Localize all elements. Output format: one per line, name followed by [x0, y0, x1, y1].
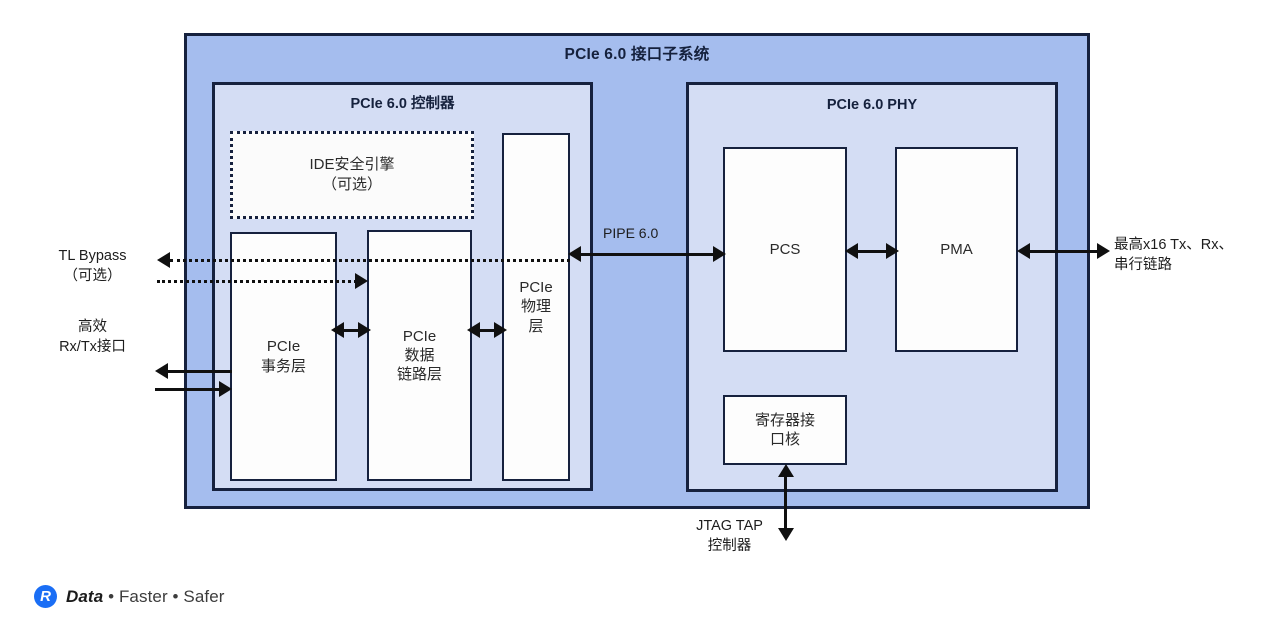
pcie-data-link-layer-block[interactable]: PCIe 数据 链路层 — [367, 230, 472, 481]
rx-interface-line — [168, 370, 232, 373]
dll-phylayer-left-arrowhead — [467, 322, 480, 338]
tl-bypass-in-line — [157, 280, 357, 283]
pipe-left-arrowhead — [568, 246, 581, 262]
tl-dll-right-arrowhead — [358, 322, 371, 338]
phy-title: PCIe 6.0 PHY — [826, 97, 918, 113]
serial-link-line — [1027, 250, 1099, 253]
serial-link-label: 最高x16 Tx、Rx、 串行链路 — [1114, 237, 1233, 273]
tx-interface-arrowhead — [219, 381, 232, 397]
tl-bypass-in-arrowhead — [355, 273, 368, 289]
rx-tx-interface-label: 高效 Rx/Tx接口 — [59, 319, 126, 355]
brand-tagline: Data • Faster • Safer — [66, 587, 225, 607]
tl-dll-left-arrowhead — [331, 322, 344, 338]
brand-name: Data — [66, 586, 104, 606]
pcs-pma-line — [855, 250, 888, 253]
footer-branding: R Data • Faster • Safer — [34, 585, 225, 608]
brand-logo-icon: R — [34, 585, 57, 608]
pcs-pma-left-arrowhead — [845, 243, 858, 259]
jtag-line — [784, 474, 787, 530]
serial-link-right-arrowhead — [1097, 243, 1110, 259]
pma-block[interactable]: PMA — [895, 147, 1018, 352]
brand-tagline-text: • Faster • Safer — [103, 586, 225, 606]
subsystem-title: PCIe 6.0 接口子系统 — [564, 46, 710, 63]
serial-link-left-arrowhead — [1017, 243, 1030, 259]
dll-phylayer-right-arrowhead — [494, 322, 507, 338]
pipe-label: PIPE 6.0 — [603, 225, 659, 241]
register-interface-core-block[interactable]: 寄存器接 口核 — [723, 395, 847, 465]
pipe-right-arrowhead — [713, 246, 726, 262]
tl-bypass-out-line — [170, 259, 570, 262]
pcie-transaction-layer-block[interactable]: PCIe 事务层 — [230, 232, 337, 481]
tx-interface-line — [155, 388, 219, 391]
dll-phylayer-line — [477, 329, 501, 332]
pcie-physical-layer-block[interactable]: PCIe 物理 层 — [502, 133, 570, 481]
jtag-down-arrowhead — [778, 528, 794, 541]
jtag-label: JTAG TAP 控制器 — [696, 518, 763, 554]
tl-bypass-out-arrowhead — [157, 252, 170, 268]
tl-bypass-label: TL Bypass （可选） — [58, 248, 127, 284]
pipe-line — [578, 253, 716, 256]
ide-security-engine-block[interactable]: IDE安全引擎 （可选） — [230, 131, 474, 219]
pcs-block[interactable]: PCS — [723, 147, 847, 352]
rx-interface-arrowhead — [155, 363, 168, 379]
tl-dll-line — [340, 329, 367, 332]
controller-title: PCIe 6.0 控制器 — [350, 96, 455, 112]
pcs-pma-right-arrowhead — [886, 243, 899, 259]
jtag-up-arrowhead — [778, 464, 794, 477]
